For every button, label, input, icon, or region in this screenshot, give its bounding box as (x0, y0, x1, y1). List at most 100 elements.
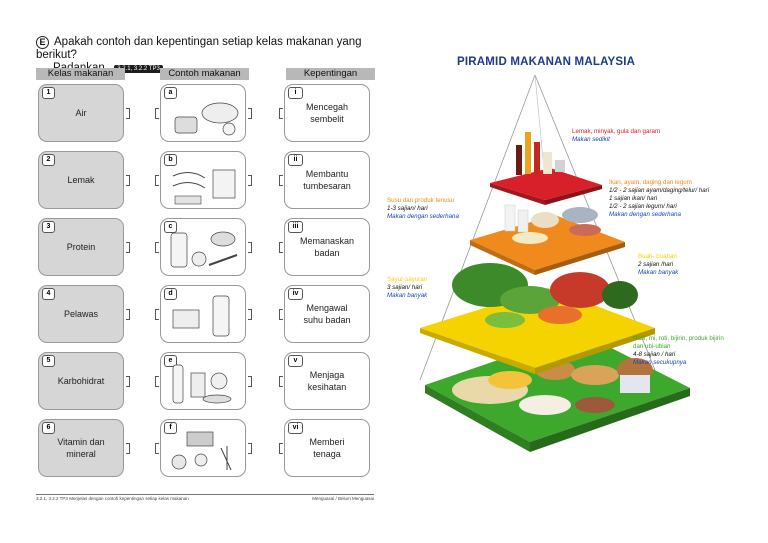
class-card-5: 5 Karbohidrat (38, 352, 124, 410)
match-dot-class-1[interactable] (126, 108, 130, 119)
skill-tag: 3.2.1, 3.2.2 TP3 (114, 65, 163, 73)
pyramid-note-5: Sayur-sayuran 3 sajian/ hari Makan banya… (387, 276, 487, 300)
level-protein-side-right (535, 242, 625, 275)
importance-card-2: ii Membantu tumbesaran (284, 151, 370, 209)
example-card-2: b (160, 151, 246, 209)
importance-card-3: iii Memanaskan badan (284, 218, 370, 276)
grains-food-image (452, 358, 653, 415)
class-name: Karbohidrat (57, 376, 105, 386)
importance-text: Memberi tenaga (309, 437, 345, 459)
match-dot-importance-5[interactable] (279, 376, 283, 387)
level-servings-line: 1 sajian ikan/ hari (609, 195, 658, 202)
match-dot-class-2[interactable] (126, 175, 130, 186)
level-protein-side-left (470, 240, 535, 275)
class-card-4: 4 Pelawas (38, 285, 124, 343)
importance-text: Mencegah sembelit (305, 102, 349, 124)
example-card-5: e (160, 352, 246, 410)
level-advice: Makan dengan sederhana (387, 213, 459, 220)
protein-dairy-food-image (504, 204, 601, 244)
level-advice: Makan dengan sederhana (609, 211, 681, 218)
match-dot-example-right-5[interactable] (248, 376, 252, 387)
class-card-3: 3 Protein (38, 218, 124, 276)
food-pyramid (419, 74, 690, 452)
level-grains-slab (425, 332, 690, 442)
match-dot-class-4[interactable] (126, 309, 130, 320)
match-dot-class-6[interactable] (126, 443, 130, 454)
match-dot-example-right-3[interactable] (248, 242, 252, 253)
example-letter: b (164, 154, 177, 166)
example-food-illustration (171, 431, 232, 471)
match-dot-example-left-4[interactable] (155, 309, 159, 320)
importance-number: vi (288, 422, 303, 434)
level-advice: Makan sedikit (572, 136, 610, 143)
example-letter: e (164, 355, 177, 367)
importance-text: Membantu tumbesaran (303, 169, 351, 191)
question-badge: E (36, 36, 49, 49)
example-card-6: f (160, 419, 246, 477)
match-dot-example-right-1[interactable] (248, 108, 252, 119)
match-dot-class-5[interactable] (126, 376, 130, 387)
class-number: 4 (42, 288, 55, 300)
level-servings-line: 1/2 - 2 sajian legum/ hari (609, 203, 677, 210)
importance-number: iv (288, 288, 303, 300)
importance-card-4: iv Mengawal suhu badan (284, 285, 370, 343)
header-kelas-makanan: Kelas makanan (36, 68, 125, 80)
example-food-illustration (172, 295, 230, 337)
match-dot-class-3[interactable] (126, 242, 130, 253)
veg-fruit-food-image (452, 263, 638, 328)
match-dot-importance-4[interactable] (279, 309, 283, 320)
header-kepentingan: Kepentingan (286, 68, 375, 80)
footer-right: Menguasai / Belum Menguasai (312, 496, 374, 501)
level-veg-fruit-slab (420, 288, 655, 368)
example-letter: a (164, 87, 177, 99)
match-dot-example-left-2[interactable] (155, 175, 159, 186)
match-dot-importance-6[interactable] (279, 443, 283, 454)
level-fat-side-right (545, 185, 602, 205)
example-letter: c (164, 221, 177, 233)
class-number: 1 (42, 87, 55, 99)
level-servings-line: 3 sajian/ hari (387, 284, 423, 291)
fat-sugar-food-image (516, 132, 565, 175)
level-fat-sugar-slab (490, 168, 602, 200)
pyramid-note-1: Lemak, minyak, gula dan garam Makan sedi… (572, 128, 692, 144)
level-servings-line: 1/2 - 2 sajian ayam/daging/telur/ hari (609, 187, 710, 194)
match-dot-example-right-6[interactable] (248, 443, 252, 454)
class-card-2: 2 Lemak (38, 151, 124, 209)
level-name: Lemak, minyak, gula dan garam (572, 128, 661, 135)
level-grains-side-right (530, 388, 690, 452)
match-dot-example-left-1[interactable] (155, 108, 159, 119)
pyramid-note-2: Ikan, ayam, daging dan legum 1/2 - 2 saj… (609, 179, 729, 219)
level-veg-side-left (420, 328, 535, 374)
footer-left: 3.2.1, 3.2.2 TP3 Menjelas dengan contoh … (36, 496, 189, 501)
example-card-3: c (160, 218, 246, 276)
worksheet-footer: 3.2.1, 3.2.2 TP3 Menjelas dengan contoh … (36, 494, 374, 503)
level-veg-side-right (535, 328, 655, 374)
question-line1: Apakah contoh dan kepentingan setiap kel… (36, 36, 362, 61)
level-servings-line: 4-8 sajian / hari (633, 351, 676, 358)
class-number: 6 (42, 422, 55, 434)
match-dot-example-left-6[interactable] (155, 443, 159, 454)
class-name: Air (75, 108, 87, 118)
match-dot-example-left-3[interactable] (155, 242, 159, 253)
class-card-6: 6 Vitamin dan mineral (38, 419, 124, 477)
importance-text: Memanaskan badan (299, 236, 355, 258)
importance-card-5: v Menjaga kesihatan (284, 352, 370, 410)
example-letter: d (164, 288, 177, 300)
class-name: Lemak (67, 175, 95, 185)
example-food-illustration (174, 102, 239, 136)
class-number: 3 (42, 221, 55, 233)
match-dot-importance-2[interactable] (279, 175, 283, 186)
match-dot-example-right-2[interactable] (248, 175, 252, 186)
level-name: Sayur-sayuran (387, 276, 428, 283)
level-servings-line: 1-3 sajian/ hari (387, 205, 428, 212)
pyramid-note-6: Nasi, mi, roti, bijirin, produk bijirin … (633, 335, 733, 367)
class-card-1: 1 Air (38, 84, 124, 142)
match-dot-importance-1[interactable] (279, 108, 283, 119)
match-dot-example-left-5[interactable] (155, 376, 159, 387)
match-dot-importance-3[interactable] (279, 242, 283, 253)
example-food-illustration (170, 231, 238, 268)
class-name: Pelawas (63, 309, 99, 319)
level-servings-line: 2 sajian /hari (638, 261, 674, 268)
match-dot-example-right-4[interactable] (248, 309, 252, 320)
level-name: Nasi, mi, roti, bijirin, produk bijirin … (633, 335, 724, 350)
